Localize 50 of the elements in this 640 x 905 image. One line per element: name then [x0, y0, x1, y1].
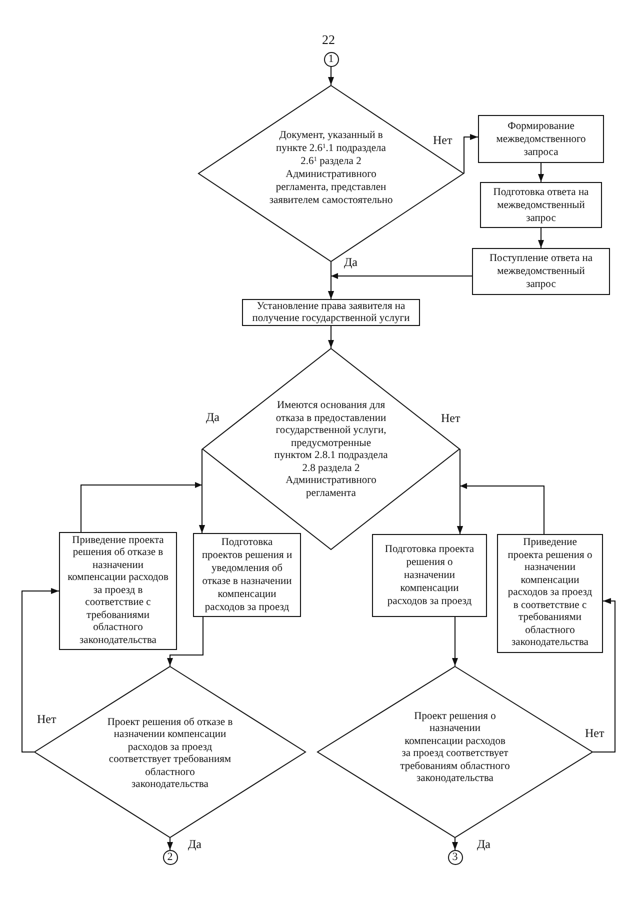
edge-label: Да [476, 838, 492, 851]
process-box [372, 534, 487, 617]
arrow [328, 326, 334, 348]
connector-circle [162, 850, 178, 865]
arrow [538, 228, 544, 248]
process-box [59, 532, 177, 650]
edge-label: Да [343, 256, 359, 269]
arrow [328, 273, 472, 300]
process-box [472, 248, 610, 295]
arrow [592, 598, 616, 752]
connector-number: 2 [167, 852, 173, 863]
process-box [193, 533, 301, 617]
step-text: Формирование межведомственного запроса [495, 120, 587, 158]
connector-circle [324, 52, 338, 66]
connector-number: 1 [328, 54, 334, 64]
step-text: Подготовка проектов решения и уведомления об отказе в назначении компенсации расходов за проезд [200, 536, 294, 614]
step-text: Поступление ответа на межведомственный запрос [488, 252, 594, 291]
decision-text: Проект решения об отказе в назначении компенсации расходов за проезд соответствует требованиям областного законодательства [106, 716, 234, 792]
decision-text: Проект решения о назначении компенсации расходов за проезд соответствует требованиям областного законодательства [399, 710, 511, 786]
connector-circle [448, 850, 462, 865]
edge-label: Да [187, 838, 203, 851]
arrow [328, 66, 334, 86]
process-box [497, 534, 603, 653]
page-number: 22 [322, 32, 335, 46]
edge-label: Нет [440, 412, 462, 425]
step-text: Подготовка ответа на межведомственный запрос [492, 186, 590, 224]
arrow [457, 483, 544, 534]
arrow [167, 838, 173, 850]
arrow [452, 838, 458, 850]
arrow [452, 616, 458, 666]
connector-number: 3 [452, 852, 458, 863]
process-box [478, 115, 604, 163]
arrow [464, 134, 478, 174]
decision-text: Имеются основания для отказа в предоставлении государственной услуги, предусмотренные пунктом 2.8.1 подраздела 2.8 раздела 2 Административного регламента [273, 400, 389, 500]
step-text: Подготовка проекта решения о назначении компенсации расходов за проезд [384, 543, 476, 608]
edge-label: Нет [432, 134, 454, 147]
arrow [80, 482, 205, 534]
step-text: Установление права заявителя на получение государственной услуги [251, 300, 411, 324]
step-text: Приведение проекта решения об отказе в назначении компенсации расходов за проезд в соответствие с требованиями областного законодательства [67, 534, 169, 648]
arrow [538, 162, 544, 182]
arrow [167, 616, 204, 666]
decision-text: Документ, указанный в пункте 2.6$^{1}$.1 подраздела 2.6$^{1}$ раздела 2 Административного регламента, представлен заявителем самостоятельно [268, 128, 394, 206]
process-box [242, 299, 420, 326]
step-text: Приведение проекта решения о назначении компенсации расходов за проезд в соответствие с требованиями областного законодательства [506, 537, 594, 650]
edge-label: Да [205, 411, 221, 424]
process-box [480, 182, 602, 228]
decision-diamond [34, 666, 306, 838]
arrow [22, 588, 60, 752]
edge-label: Нет [36, 713, 58, 726]
edge-label: Нет [584, 727, 606, 740]
